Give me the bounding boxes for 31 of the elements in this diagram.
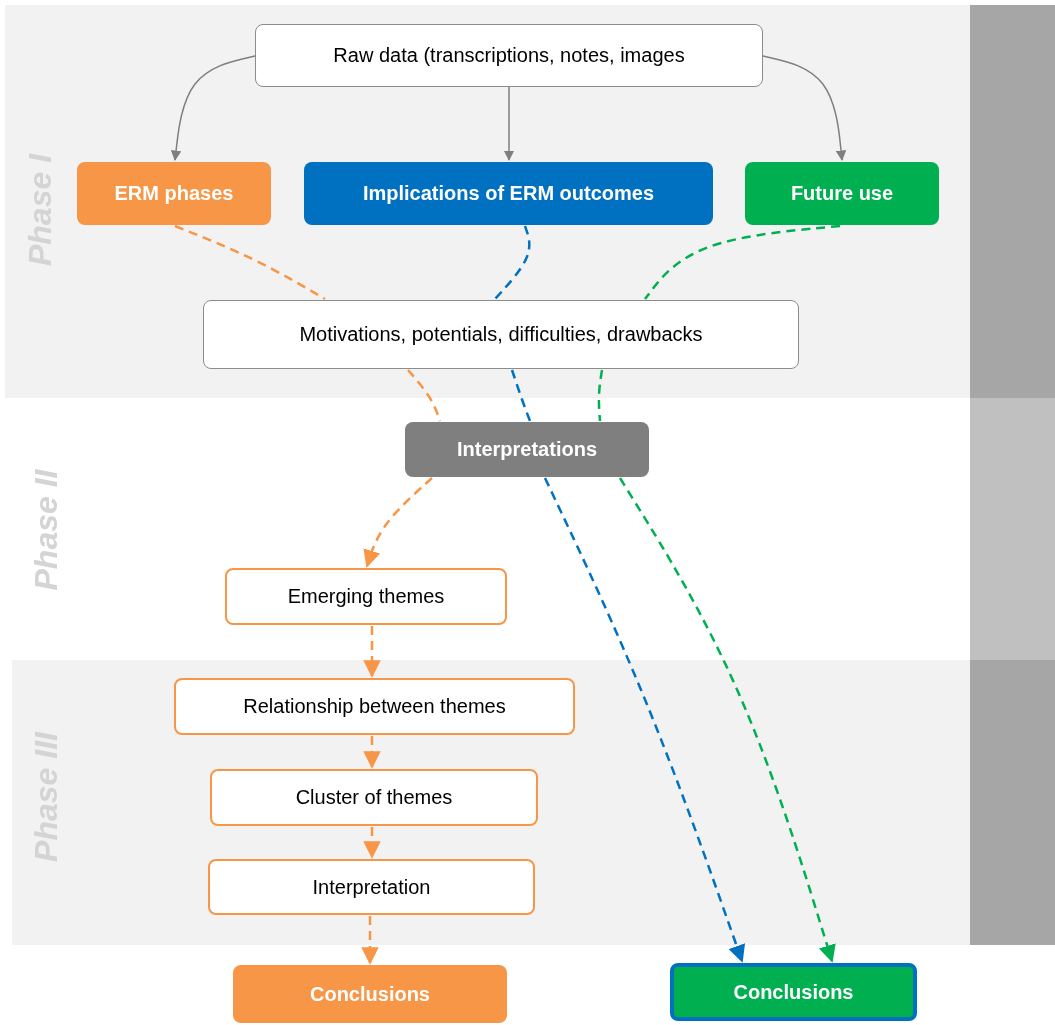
dashed-connector (363, 736, 381, 769)
arrow (762, 55, 847, 162)
process-box: Implications of ERM outcomes (304, 162, 713, 225)
dashed-connector (494, 225, 531, 300)
process-box: Interpretations (405, 422, 649, 477)
dashed-connector (618, 477, 836, 963)
process-box: Future use (745, 162, 939, 225)
side-bar (970, 398, 1055, 660)
dashed-connector (543, 477, 745, 963)
dashed-connector (174, 224, 326, 301)
side-bar (970, 660, 1055, 945)
dashed-connector (644, 224, 841, 300)
process-box: Raw data (transcriptions, notes, images (255, 24, 763, 87)
side-bar (970, 5, 1055, 398)
arrow (170, 55, 256, 162)
process-box: Conclusions (670, 963, 917, 1021)
dashed-connector (407, 369, 442, 422)
process-box: ERM phases (77, 162, 271, 225)
process-box: Interpretation (208, 859, 535, 915)
process-box: Conclusions (233, 965, 507, 1023)
dashed-connector (597, 369, 604, 422)
dashed-connector (363, 827, 381, 859)
dashed-connector (363, 477, 433, 568)
process-box: Cluster of themes (210, 769, 538, 826)
process-box: Relationship between themes (174, 678, 575, 735)
arrow (503, 86, 515, 162)
dashed-connector (363, 626, 381, 678)
process-box: Motivations, potentials, difficulties, drawbacks (203, 300, 799, 369)
process-box: Emerging themes (225, 568, 507, 625)
dashed-connector (510, 369, 532, 422)
dashed-connector (361, 916, 379, 965)
